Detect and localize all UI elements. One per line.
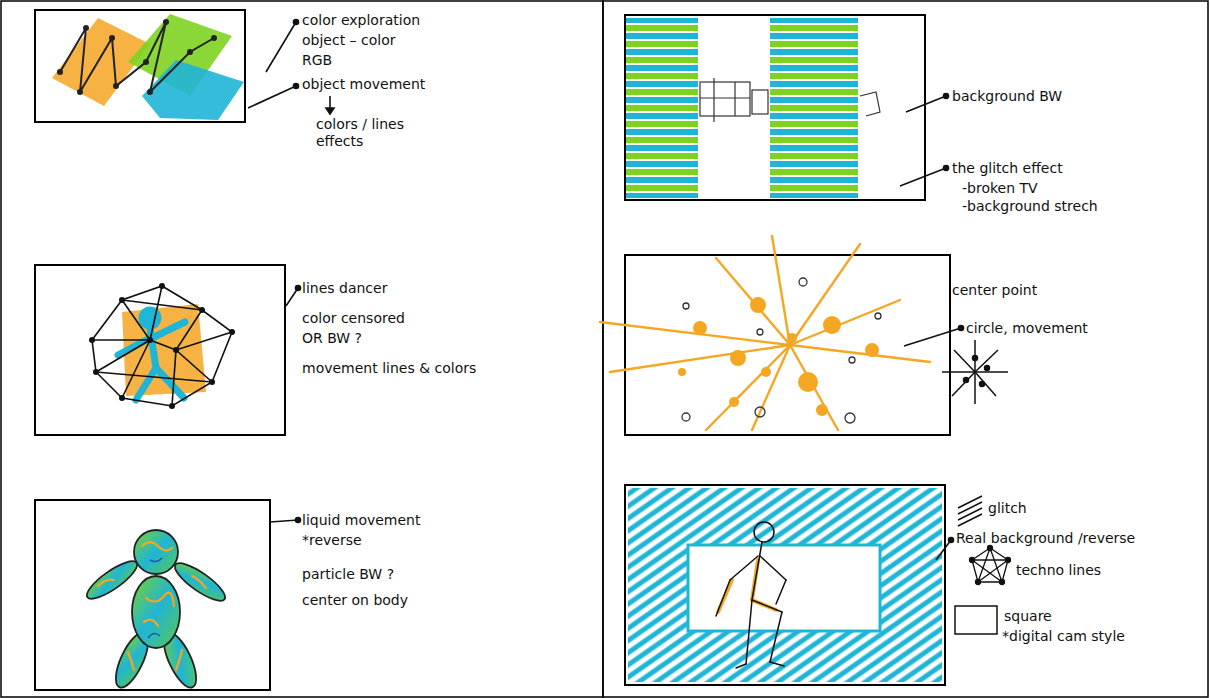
frame-lines-dancer bbox=[35, 265, 285, 435]
annotation-note: movement lines & colors bbox=[302, 360, 542, 377]
annotation-note: object – color bbox=[302, 32, 482, 49]
annotation-note: color exploration bbox=[302, 12, 482, 29]
frame-glitch-stripes bbox=[625, 15, 925, 200]
frame-real-background bbox=[625, 485, 1011, 685]
annotation-note: -background strech bbox=[962, 198, 1182, 215]
annotation-note: glitch bbox=[988, 500, 1188, 517]
frame-color-exploration bbox=[35, 10, 245, 122]
annotation-note: center point bbox=[952, 282, 1152, 299]
annotation-note: *digital cam style bbox=[1002, 628, 1202, 645]
annotation-note: liquid movement bbox=[302, 512, 502, 529]
annotation-note: the glitch effect bbox=[952, 160, 1172, 177]
annotation-note: particle BW ? bbox=[302, 566, 502, 583]
burst-icon bbox=[942, 340, 1008, 404]
annotation-note: techno lines bbox=[1016, 562, 1196, 579]
annotation-note: background BW bbox=[952, 88, 1152, 105]
square-icon bbox=[955, 606, 997, 634]
techno-lines-icon bbox=[970, 546, 1011, 585]
annotation-note: OR BW ? bbox=[302, 330, 502, 347]
annotation-note: colors / lines effects bbox=[316, 116, 416, 150]
annotation-note: circle, movement bbox=[966, 320, 1166, 337]
frame-liquid-figure bbox=[35, 500, 270, 692]
annotation-note: Real background /reverse bbox=[956, 530, 1196, 547]
annotation-note: color censored bbox=[302, 310, 502, 327]
annotation-note: object movement bbox=[302, 76, 482, 93]
annotation-note: -broken TV bbox=[962, 180, 1182, 197]
annotation-note: lines dancer bbox=[302, 280, 502, 297]
annotation-note: square bbox=[1004, 608, 1184, 625]
leader-lines bbox=[248, 20, 964, 561]
annotation-note: center on body bbox=[302, 592, 502, 609]
annotation-note: RGB bbox=[302, 52, 482, 69]
frame-center-burst bbox=[600, 236, 1008, 435]
annotation-note: *reverse bbox=[302, 532, 502, 549]
glitch-icon bbox=[958, 496, 982, 526]
